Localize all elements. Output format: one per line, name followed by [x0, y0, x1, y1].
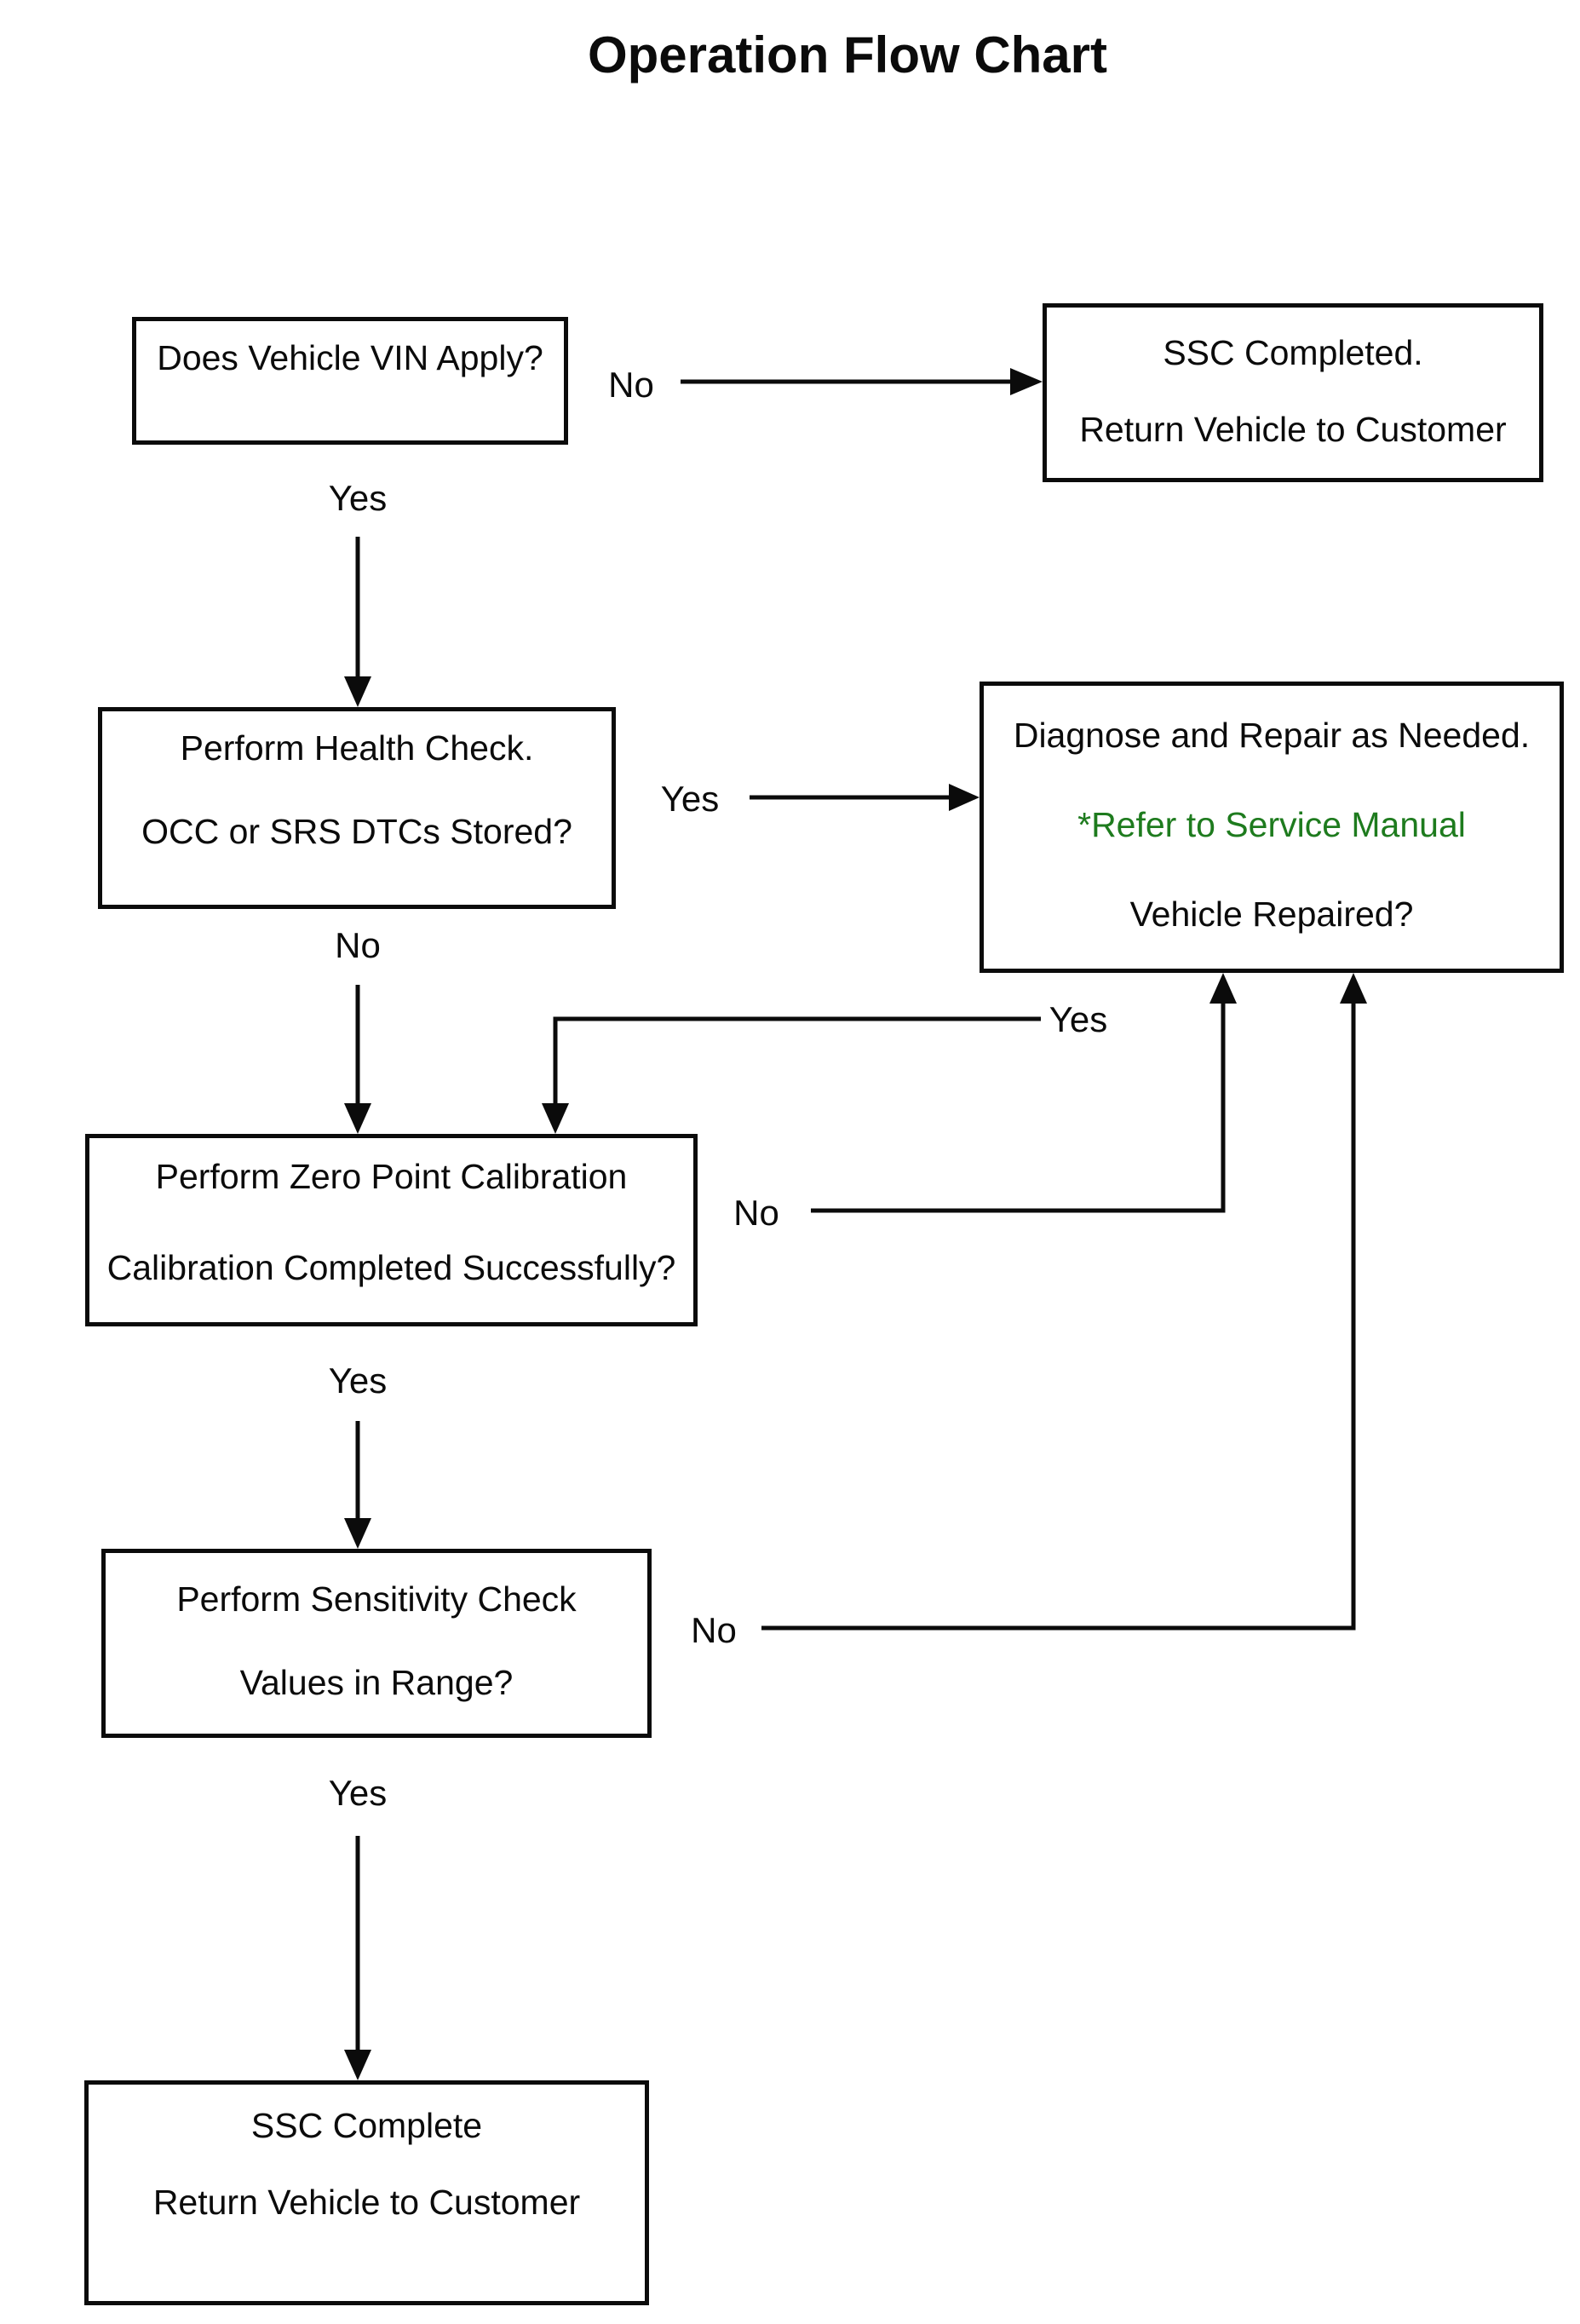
edge-label-health-no: No — [335, 925, 381, 965]
node-text: Perform Sensitivity Check — [176, 1579, 577, 1619]
arrowhead-down-icon — [344, 1518, 371, 1549]
edge-label-calibration-yes: Yes — [328, 1360, 388, 1401]
arrow-calibration-no — [811, 973, 1237, 1213]
flowchart-node-zero-point: Perform Zero Point Calibration Calibrati… — [85, 1134, 698, 1326]
arrow-health-yes — [750, 784, 980, 811]
node-text: Return Vehicle to Customer — [152, 2183, 581, 2222]
node-text: Perform Zero Point Calibration — [155, 1157, 628, 1196]
arrowhead-down-icon — [344, 1103, 371, 1134]
arrow-sensitivity-yes — [344, 1836, 371, 2080]
node-text: Values in Range? — [239, 1663, 514, 1702]
flowchart-node-sensitivity: Perform Sensitivity Check Values in Rang… — [101, 1549, 652, 1738]
arrowhead-down-icon — [344, 2050, 371, 2080]
edge-label-repaired-yes: Yes — [1049, 999, 1108, 1039]
node-text: SSC Complete — [250, 2106, 483, 2145]
node-text: Return Vehicle to Customer — [1079, 410, 1507, 449]
flowchart-node-health-check: Perform Health Check. OCC or SRS DTCs St… — [98, 707, 616, 909]
arrowhead-up-icon — [1209, 973, 1237, 1004]
node-text: Vehicle Repaired? — [1129, 895, 1414, 934]
node-text-service-manual-note: *Refer to Service Manual — [1077, 805, 1466, 844]
arrow-vin-no — [681, 368, 1043, 395]
edge-label-sensitivity-no: No — [691, 1610, 737, 1650]
flowchart-node-diagnose-repair: Diagnose and Repair as Needed. *Refer to… — [980, 682, 1564, 973]
flowchart-node-ssc-complete: SSC Complete Return Vehicle to Customer — [84, 2080, 649, 2305]
arrowhead-down-icon — [542, 1103, 569, 1134]
edge-label-calibration-no: No — [733, 1193, 779, 1233]
arrowhead-down-icon — [344, 676, 371, 707]
edge-label-sensitivity-yes: Yes — [328, 1773, 388, 1813]
arrowhead-right-icon — [1010, 368, 1043, 395]
node-text: SSC Completed. — [1163, 333, 1423, 372]
node-text: OCC or SRS DTCs Stored? — [141, 812, 572, 851]
arrow-health-no — [344, 985, 371, 1134]
node-text: Does Vehicle VIN Apply? — [157, 338, 543, 377]
page-title: Operation Flow Chart — [587, 26, 1108, 83]
arrowhead-up-icon — [1340, 973, 1367, 1004]
arrow-sensitivity-no — [761, 973, 1367, 1631]
arrowhead-right-icon — [949, 784, 980, 811]
edge-label-health-yes: Yes — [660, 779, 720, 819]
flowchart-node-vin: Does Vehicle VIN Apply? — [132, 317, 568, 445]
node-text: Calibration Completed Successfully? — [106, 1248, 676, 1287]
edge-label-vin-yes: Yes — [328, 478, 388, 518]
node-text: Diagnose and Repair as Needed. — [1013, 716, 1531, 755]
arrow-vin-yes — [344, 537, 371, 707]
arrow-calibration-yes — [344, 1421, 371, 1549]
edge-label-vin-no: No — [608, 365, 654, 405]
node-text: Perform Health Check. — [180, 728, 534, 768]
arrow-repaired-yes — [542, 1016, 1041, 1134]
flowchart-node-ssc-completed: SSC Completed. Return Vehicle to Custome… — [1043, 303, 1543, 482]
